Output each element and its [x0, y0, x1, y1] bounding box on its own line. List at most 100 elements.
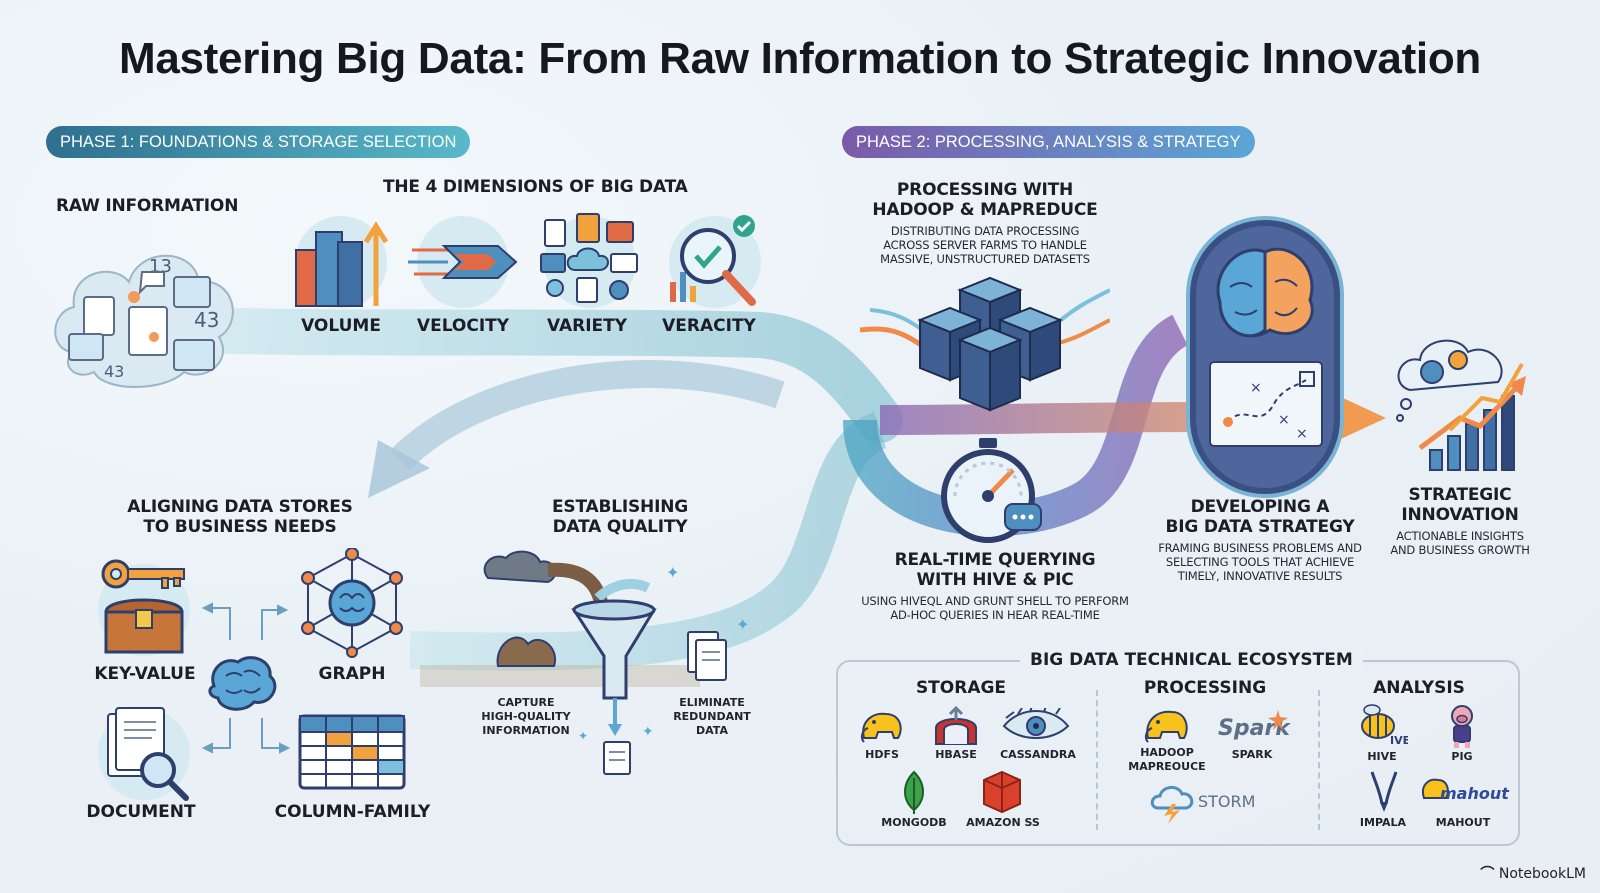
processing-block: PROCESSING WITH HADOOP & MAPREDUCE DISTR…	[850, 180, 1120, 266]
hdfs-elephant-icon	[860, 712, 902, 743]
strategy-title-2: BIG DATA STRATEGY	[1165, 517, 1355, 537]
svg-text:43: 43	[104, 362, 124, 381]
store-column-family: COLUMN-FAMILY	[274, 802, 431, 822]
stores-title-block: ALIGNING DATA STORES TO BUSINESS NEEDS	[120, 497, 360, 537]
eco-mongodb: MONGODB	[881, 816, 947, 829]
svg-text:✦: ✦	[642, 724, 654, 740]
eco-amazon-s3: AMAZON SS	[966, 816, 1040, 829]
quality-title-1: ESTABLISHING	[552, 497, 688, 517]
column-family-icon	[298, 714, 406, 790]
eliminate-line-3: DATA	[696, 724, 728, 737]
ecosystem-divider-1	[1096, 690, 1098, 830]
eco-hdfs: HDFS	[865, 748, 899, 761]
strategy-title-1: DEVELOPING A	[1190, 497, 1330, 517]
innovation-title-1: STRATEGIC	[1408, 485, 1512, 505]
strategy-desc-3: TIMELY, INNOVATIVE RESULTS	[1177, 569, 1343, 583]
eliminate-line-1: ELIMINATE	[679, 696, 745, 709]
svg-text:✦: ✦	[666, 563, 679, 582]
strategy-desc-2: SELECTING TOOLS THAT ACHIEVE	[1165, 555, 1355, 569]
querying-desc-2: AD-HOC QUERIES IN HEAR REAL-TIME	[890, 608, 1100, 622]
eco-hadoop-block: HADOOP MAPREOUCE	[1122, 746, 1212, 774]
phase-1-label: PHASE 1: FOUNDATIONS & STORAGE SELECTION	[46, 126, 471, 158]
eco-mahout: MAHOUT	[1435, 816, 1491, 829]
capture-line-3: INFORMATION	[482, 724, 570, 737]
svg-text:×: ×	[1296, 426, 1308, 442]
eco-hive: HIVE	[1367, 750, 1397, 763]
phase-2-label: PHASE 2: PROCESSING, ANALYSIS & STRATEGY	[842, 126, 1255, 158]
graph-network-icon	[301, 548, 403, 658]
eliminate-line-2: REDUNDANT	[673, 710, 751, 723]
svg-text:×: ×	[1250, 380, 1262, 396]
mongodb-leaf-icon	[904, 770, 924, 814]
spark-star-icon	[1268, 710, 1288, 730]
eco-cassandra: CASSANDRA	[1000, 748, 1076, 761]
quality-title-2: DATA QUALITY	[552, 517, 688, 537]
footer-label: NotebookLM	[1498, 866, 1586, 882]
strategy-desc-1: FRAMING BUSINESS PROBLEMS AND	[1158, 541, 1362, 555]
innovation-desc-2: AND BUSINESS GROWTH	[1390, 543, 1530, 557]
quality-eliminate-block: ELIMINATE REDUNDANT DATA	[662, 696, 762, 738]
processing-title-2: HADOOP & MAPREDUCE	[872, 200, 1098, 220]
querying-title-1: REAL-TIME QUERYING	[894, 550, 1096, 570]
eco-analysis-title: ANALYSIS	[1373, 678, 1465, 698]
amazon-s3-icon	[983, 770, 1021, 814]
veracity-icon	[669, 215, 761, 308]
eco-spark: SPARK	[1231, 748, 1273, 761]
raw-information-title: RAW INFORMATION	[56, 196, 239, 216]
eco-hadoop-line-1: HADOOP	[1140, 746, 1194, 759]
quality-title-block: ESTABLISHING DATA QUALITY	[520, 497, 720, 537]
flow-band-upper	[177, 307, 903, 443]
stores-title-1: ALIGNING DATA STORES	[127, 497, 353, 517]
velocity-icon	[408, 216, 518, 308]
capture-line-2: HIGH-QUALITY	[481, 710, 571, 723]
processing-desc-3: MASSIVE, UNSTRUCTURED DATASETS	[880, 252, 1090, 266]
connector-lines	[201, 602, 291, 754]
strategy-capsule-icon: × × ×	[1186, 216, 1344, 498]
ecosystem-divider-2	[1318, 690, 1320, 830]
capture-line-1: CAPTURE	[497, 696, 555, 709]
dimension-volume: VOLUME	[301, 316, 381, 336]
dimension-velocity: VELOCITY	[416, 316, 510, 336]
store-graph: GRAPH	[318, 664, 386, 684]
querying-desc-1: USING HIVEQL AND GRUNT SHELL TO PERFORM	[861, 594, 1129, 608]
stopwatch-icon	[941, 438, 1042, 543]
eco-storage-title: STORAGE	[915, 678, 1007, 698]
svg-text:✦: ✦	[578, 729, 588, 743]
raw-information-cloud-icon: 13 43 43	[54, 254, 234, 388]
stores-title-2: TO BUSINESS NEEDS	[143, 517, 337, 537]
store-document: DOCUMENT	[86, 802, 196, 822]
store-key-value: KEY-VALUE	[94, 664, 196, 684]
innovation-block: STRATEGIC INNOVATION ACTIONABLE INSIGHTS…	[1380, 485, 1540, 557]
querying-block: REAL-TIME QUERYING WITH HIVE & PIC USING…	[840, 550, 1150, 622]
dimension-variety: VARIETY	[546, 316, 628, 336]
impala-icon	[1370, 771, 1398, 812]
dimension-veracity: VERACITY	[662, 316, 756, 336]
ecosystem-title: BIG DATA TECHNICAL ECOSYSTEM	[1020, 650, 1363, 670]
query-loop	[843, 314, 1189, 537]
innovation-desc-1: ACTIONABLE INSIGHTS	[1396, 529, 1524, 543]
flow-band-lower	[409, 411, 888, 671]
innovation-title-2: INNOVATION	[1401, 505, 1519, 525]
svg-text:IVE: IVE	[1390, 734, 1408, 747]
mahout-logo: mahout	[1440, 784, 1509, 803]
return-arrow-path	[390, 360, 785, 471]
processing-desc-2: ACROSS SERVER FARMS TO HANDLE	[883, 238, 1087, 252]
server-farm-icon	[860, 276, 1110, 412]
svg-text:43: 43	[194, 308, 219, 332]
variety-icon	[540, 213, 638, 308]
processing-desc-1: DISTRIBUTING DATA PROCESSING	[890, 224, 1080, 238]
eco-hadoop-line-2: MAPREOUCE	[1128, 760, 1206, 773]
eco-pig: PIG	[1451, 750, 1473, 763]
document-search-icon	[98, 707, 190, 801]
svg-text:×: ×	[1278, 412, 1290, 428]
footer-brand: ⌒ NotebookLM	[1480, 863, 1586, 883]
eco-hbase: HBASE	[935, 748, 977, 761]
pig-icon	[1451, 705, 1473, 748]
processing-title-1: PROCESSING WITH	[896, 180, 1074, 200]
hadoop-elephant-icon	[1144, 710, 1188, 743]
notebooklm-icon: ⌒	[1480, 866, 1495, 882]
strategy-block: DEVELOPING A BIG DATA STRATEGY FRAMING B…	[1140, 497, 1380, 583]
eco-impala: IMPALA	[1359, 816, 1407, 829]
mahout-elephant-icon	[1422, 778, 1449, 799]
